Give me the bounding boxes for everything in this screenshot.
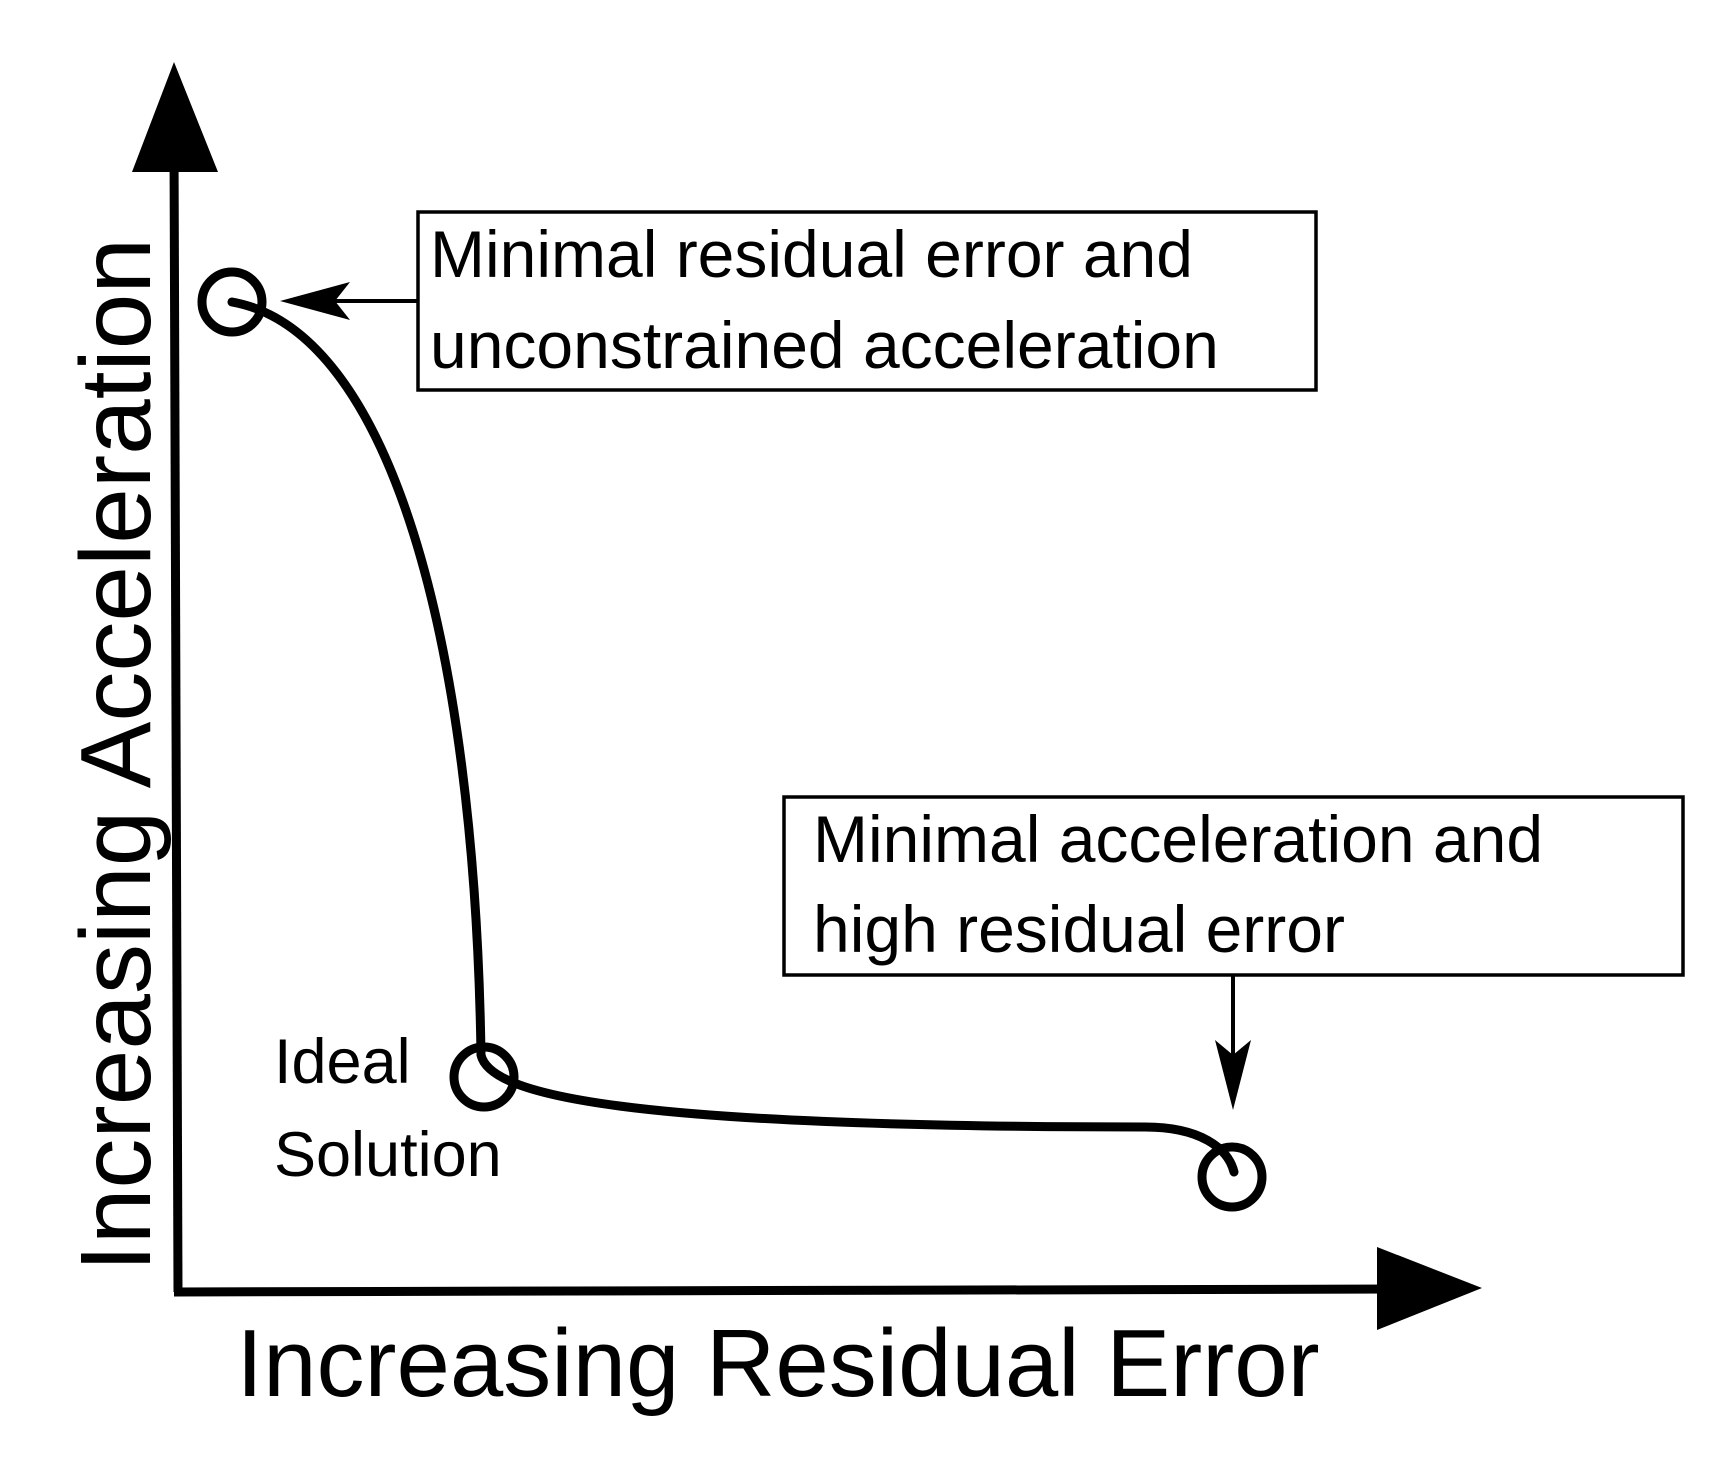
callout-top-arrowhead — [280, 282, 350, 320]
x-axis-line — [173, 1284, 1401, 1297]
callout-top-line2: unconstrained acceleration — [430, 308, 1219, 382]
ideal-label-line2: Solution — [274, 1120, 502, 1190]
callout-bottom-box — [782, 795, 1685, 977]
y-axis-label: Increasing Acceleration — [60, 238, 172, 1272]
callout-top-line1: Minimal residual error and — [430, 217, 1193, 291]
callout-top: Minimal residual error and unconstrained… — [280, 210, 1318, 392]
unconstrained-acceleration-point — [197, 267, 267, 337]
callout-bottom-line2: high residual error — [813, 892, 1345, 966]
high-residual-error-point — [1197, 1142, 1267, 1212]
x-axis-arrowhead — [1377, 1247, 1482, 1330]
y-axis-line — [169, 144, 183, 1293]
ideal-solution-label: Ideal Solution — [274, 1027, 502, 1190]
ideal-label-line1: Ideal — [274, 1027, 411, 1097]
y-axis-arrowhead — [132, 62, 218, 172]
ideal-solution-point — [449, 1042, 519, 1112]
y-axis — [132, 62, 218, 1293]
x-axis-label: Increasing Residual Error — [236, 1310, 1319, 1417]
tradeoff-curve — [227, 297, 1239, 1177]
callout-bottom-arrowhead — [1215, 1040, 1251, 1110]
callout-top-box — [416, 210, 1318, 392]
x-axis — [173, 1247, 1482, 1330]
callout-bottom-line1: Minimal acceleration and — [813, 802, 1543, 876]
callout-bottom: Minimal acceleration and high residual e… — [782, 795, 1685, 1110]
